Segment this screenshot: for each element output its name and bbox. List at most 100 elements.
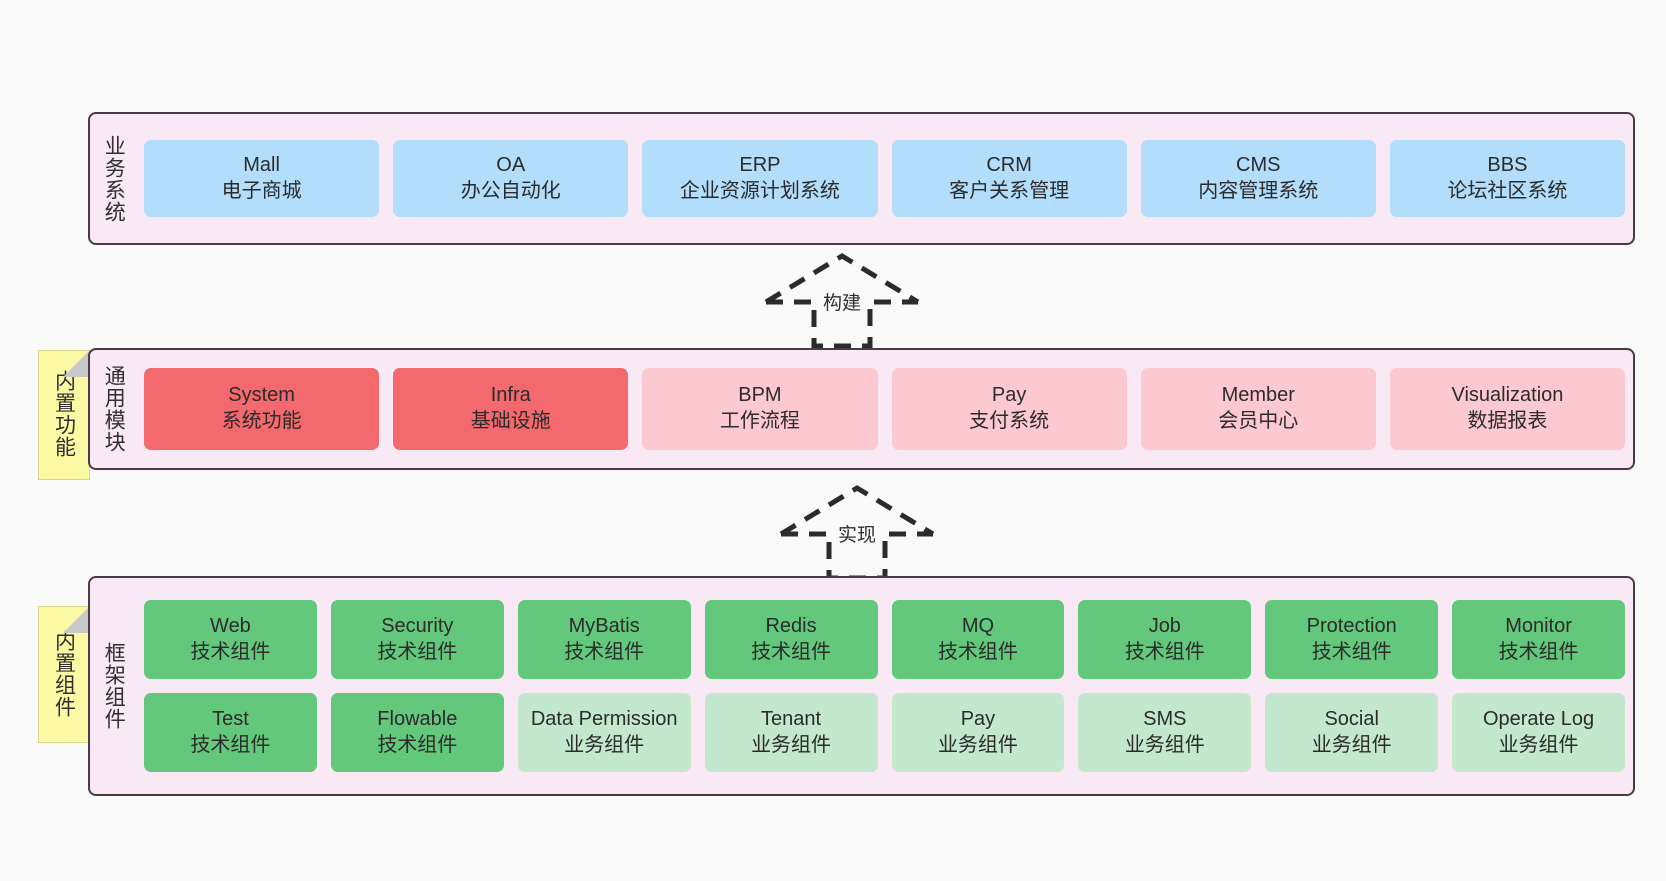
card-operate-log-title: Operate Log: [1482, 707, 1595, 730]
card-monitor[interactable]: Monitor 技术组件: [1452, 600, 1625, 679]
card-tenant-title: Tenant: [761, 707, 822, 730]
card-protection[interactable]: Protection 技术组件: [1265, 600, 1439, 679]
card-pay-module-title: Pay: [991, 384, 1027, 407]
framework-business-row: Test 技术组件 Flowable 技术组件 Data Permission …: [144, 693, 1625, 772]
card-mq-title: MQ: [961, 614, 995, 637]
card-mall-title: Mall: [243, 153, 280, 176]
card-mq-subtitle: 技术组件: [937, 640, 1018, 663]
card-web-title: Web: [210, 614, 251, 637]
framework-tech-row: Web 技术组件 Security 技术组件 MyBatis 技术组件 Redi…: [144, 600, 1625, 679]
card-member[interactable]: Member 会员中心: [1140, 368, 1376, 450]
card-visualization-title: Visualization: [1451, 384, 1564, 407]
card-web-subtitle: 技术组件: [190, 640, 271, 663]
card-mall[interactable]: Mall 电子商城: [144, 140, 380, 217]
card-mybatis-title: MyBatis: [568, 614, 640, 637]
card-redis-subtitle: 技术组件: [751, 640, 832, 663]
layer-business-systems: 业务系统 Mall 电子商城 OA 办公自动化 ERP 企业资源计划系统 CRM…: [88, 112, 1635, 245]
card-bpm-title: BPM: [738, 384, 782, 407]
card-member-subtitle: 会员中心: [1218, 410, 1299, 432]
card-erp-title: ERP: [739, 153, 781, 176]
card-infra-title: Infra: [490, 384, 531, 407]
card-test-subtitle: 技术组件: [190, 733, 271, 756]
card-flowable-title: Flowable: [377, 707, 458, 730]
arrow-build: 构建: [752, 250, 932, 348]
card-web[interactable]: Web 技术组件: [144, 600, 317, 679]
card-infra-subtitle: 基础设施: [470, 410, 551, 432]
layer-title-framework: 框架组件: [102, 642, 126, 730]
card-flowable-subtitle: 技术组件: [377, 733, 458, 756]
card-flowable[interactable]: Flowable 技术组件: [330, 693, 504, 772]
card-system-subtitle: 系统功能: [221, 410, 302, 432]
sticky-note-builtin-components-text: 内置组件: [52, 629, 76, 718]
card-mq[interactable]: MQ 技术组件: [891, 600, 1065, 679]
card-operate-log-subtitle: 业务组件: [1498, 733, 1579, 756]
card-data-permission-subtitle: 业务组件: [564, 733, 645, 756]
card-mybatis-subtitle: 技术组件: [564, 640, 645, 663]
card-redis-title: Redis: [765, 614, 817, 637]
card-bbs[interactable]: BBS 论坛社区系统: [1389, 140, 1626, 217]
card-cms-subtitle: 内容管理系统: [1198, 179, 1319, 202]
card-tenant[interactable]: Tenant 业务组件: [704, 693, 878, 772]
card-bpm[interactable]: BPM 工作流程: [642, 368, 878, 450]
card-job[interactable]: Job 技术组件: [1078, 600, 1252, 679]
card-bbs-subtitle: 论坛社区系统: [1447, 179, 1568, 202]
card-pay-module[interactable]: Pay 支付系统: [891, 368, 1127, 450]
card-bpm-subtitle: 工作流程: [719, 410, 800, 432]
card-visualization-subtitle: 数据报表: [1467, 410, 1548, 432]
card-job-subtitle: 技术组件: [1124, 640, 1205, 663]
card-pay-component-title: Pay: [960, 707, 996, 730]
layer-body-business: Mall 电子商城 OA 办公自动化 ERP 企业资源计划系统 CRM 客户关系…: [136, 114, 1633, 243]
card-pay-module-subtitle: 支付系统: [969, 410, 1050, 432]
sticky-note-builtin-components: 内置组件: [38, 606, 90, 743]
card-mall-subtitle: 电子商城: [221, 179, 302, 202]
card-redis[interactable]: Redis 技术组件: [704, 600, 878, 679]
layer-body-modules: System 系统功能 Infra 基础设施 BPM 工作流程 Pay 支付系统…: [136, 350, 1633, 468]
card-bbs-title: BBS: [1487, 153, 1528, 176]
layer-common-modules: 通用模块 System 系统功能 Infra 基础设施 BPM 工作流程 Pay…: [88, 348, 1635, 470]
arrow-implement: 实现: [767, 482, 947, 580]
business-card-row: Mall 电子商城 OA 办公自动化 ERP 企业资源计划系统 CRM 客户关系…: [144, 140, 1626, 217]
card-operate-log[interactable]: Operate Log 业务组件: [1452, 693, 1625, 772]
card-sms-subtitle: 业务组件: [1124, 733, 1205, 756]
card-pay-component-subtitle: 业务组件: [937, 733, 1018, 756]
card-visualization[interactable]: Visualization 数据报表: [1389, 368, 1626, 450]
card-monitor-subtitle: 技术组件: [1498, 640, 1579, 663]
card-sms[interactable]: SMS 业务组件: [1078, 693, 1252, 772]
layer-title-modules: 通用模块: [102, 365, 126, 453]
card-crm[interactable]: CRM 客户关系管理: [891, 140, 1127, 217]
card-social-title: Social: [1324, 707, 1379, 730]
card-security[interactable]: Security 技术组件: [330, 600, 504, 679]
module-card-row: System 系统功能 Infra 基础设施 BPM 工作流程 Pay 支付系统…: [144, 368, 1626, 450]
card-member-title: Member: [1221, 384, 1295, 407]
card-oa[interactable]: OA 办公自动化: [393, 140, 629, 217]
layer-body-framework: Web 技术组件 Security 技术组件 MyBatis 技术组件 Redi…: [136, 578, 1633, 794]
card-infra[interactable]: Infra 基础设施: [393, 368, 629, 450]
card-pay-component[interactable]: Pay 业务组件: [891, 693, 1065, 772]
card-mybatis[interactable]: MyBatis 技术组件: [517, 600, 691, 679]
card-security-title: Security: [381, 614, 454, 637]
card-system[interactable]: System 系统功能: [144, 368, 380, 450]
card-crm-title: CRM: [986, 153, 1032, 176]
card-erp-subtitle: 企业资源计划系统: [679, 179, 840, 202]
card-data-permission-title: Data Permission: [530, 707, 678, 730]
sticky-note-builtin-features: 内置功能: [38, 350, 90, 480]
card-social-subtitle: 业务组件: [1311, 733, 1392, 756]
card-social[interactable]: Social 业务组件: [1265, 693, 1439, 772]
card-erp[interactable]: ERP 企业资源计划系统: [642, 140, 878, 217]
card-security-subtitle: 技术组件: [377, 640, 458, 663]
card-oa-title: OA: [496, 153, 526, 176]
sticky-note-builtin-features-text: 内置功能: [52, 370, 76, 458]
card-tenant-subtitle: 业务组件: [751, 733, 832, 756]
card-crm-subtitle: 客户关系管理: [949, 179, 1070, 202]
layer-framework-components: 框架组件 Web 技术组件 Security 技术组件 MyBatis 技术组件…: [88, 576, 1635, 796]
card-protection-subtitle: 技术组件: [1311, 640, 1392, 663]
card-test-title: Test: [212, 707, 249, 730]
card-cms-title: CMS: [1236, 153, 1281, 176]
card-data-permission[interactable]: Data Permission 业务组件: [517, 693, 691, 772]
card-system-title: System: [228, 384, 295, 407]
card-oa-subtitle: 办公自动化: [460, 179, 561, 202]
card-job-title: Job: [1148, 614, 1181, 637]
layer-title-business: 业务系统: [102, 134, 126, 223]
card-cms[interactable]: CMS 内容管理系统: [1140, 140, 1376, 217]
card-test[interactable]: Test 技术组件: [144, 693, 317, 772]
